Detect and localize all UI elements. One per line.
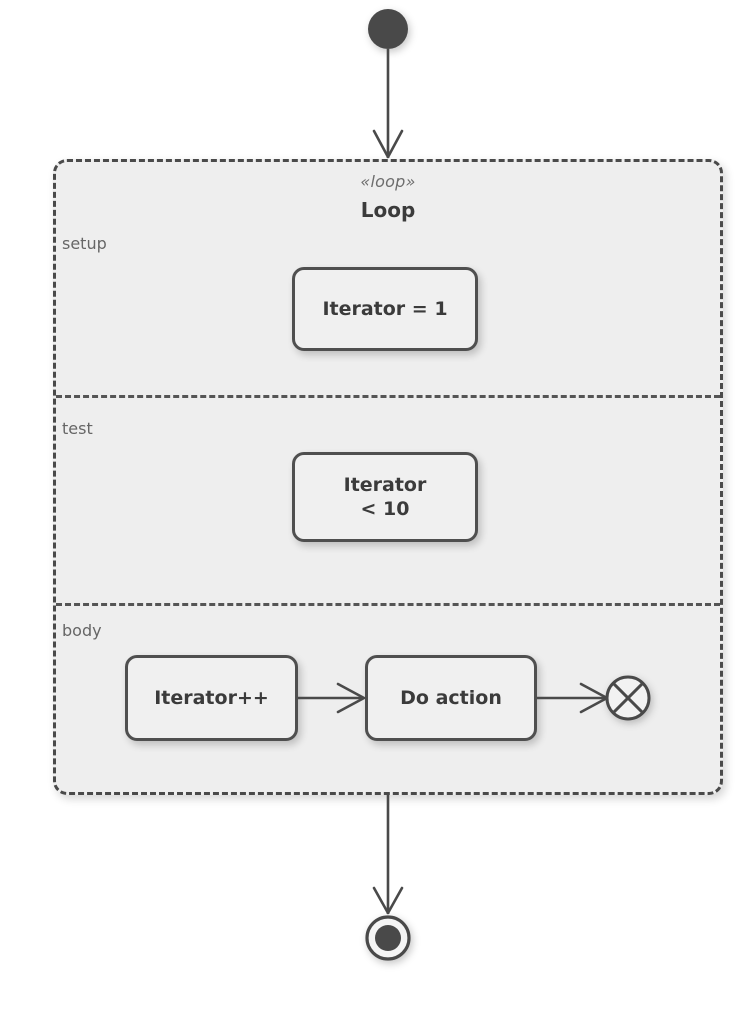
action-iterator-increment[interactable]: Iterator++ xyxy=(125,655,298,741)
action-iterator-test-line2: < 10 xyxy=(360,498,410,520)
initial-node[interactable] xyxy=(368,9,408,49)
arrowhead-open-down xyxy=(372,129,404,159)
loop-title: Loop xyxy=(360,198,416,222)
action-iterator-increment-label: Iterator++ xyxy=(154,686,269,709)
arrowhead-open-down xyxy=(372,886,404,915)
compartment-label-test: test xyxy=(62,419,93,438)
compartment-label-body: body xyxy=(62,621,102,640)
compartment-label-setup: setup xyxy=(62,234,107,253)
action-iterator-test-line1: Iterator xyxy=(343,473,427,496)
loop-stereotype-label: «loop» xyxy=(360,172,416,191)
edge-loop-to-final xyxy=(372,795,404,915)
action-iterator-init[interactable]: Iterator = 1 xyxy=(292,267,478,351)
compartment-divider-setup-test xyxy=(56,395,720,398)
action-iterator-init-label: Iterator = 1 xyxy=(322,297,448,320)
action-do-action[interactable]: Do action xyxy=(365,655,537,741)
action-iterator-test[interactable]: Iterator < 10 xyxy=(292,452,478,542)
action-iterator-test-label: Iterator < 10 xyxy=(344,473,427,522)
compartment-divider-test-body xyxy=(56,603,720,606)
edge-initial-to-loop xyxy=(372,49,404,159)
action-do-action-label: Do action xyxy=(400,686,502,709)
final-node[interactable] xyxy=(365,915,411,961)
